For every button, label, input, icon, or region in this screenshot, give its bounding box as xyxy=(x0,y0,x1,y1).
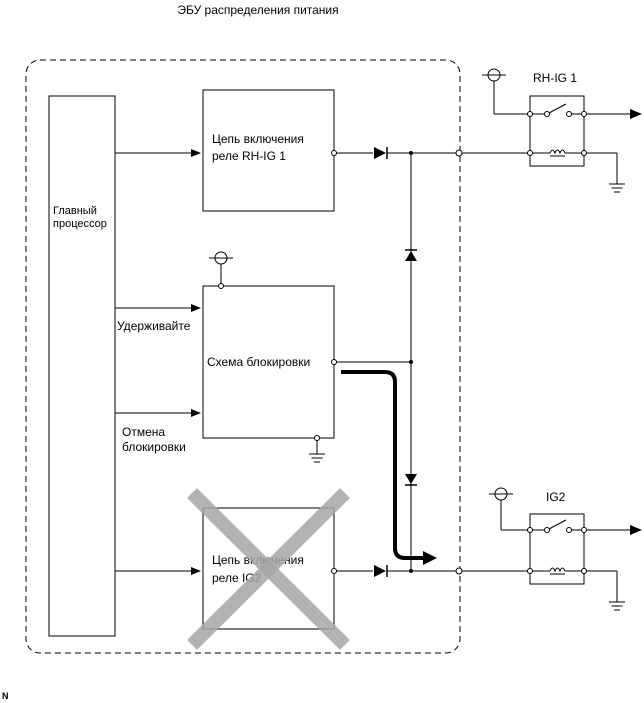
cancel-signal-label-line2: блокировки xyxy=(122,440,186,454)
main-processor-block: Главный процессор xyxy=(48,95,116,637)
ig2-relay-label: IG2 xyxy=(546,490,566,504)
main-processor-label-line2: процессор xyxy=(53,218,107,230)
rh-ig1-circuit-label-line2: реле RH-IG 1 xyxy=(212,149,286,163)
ig2-output-line xyxy=(331,565,528,577)
rh-ig1-relay: RH-IG 1 xyxy=(482,68,642,193)
ig2-circuit-cross-mark xyxy=(187,488,350,650)
diagram-title: ЭБУ распределения питания xyxy=(177,3,338,17)
interlock-bus xyxy=(331,153,417,571)
lock-circuit-label: Схема блокировки xyxy=(207,355,310,369)
cancel-signal-label-line1: Отмена xyxy=(122,425,165,439)
rh-ig1-circuit-block: Цепь включения реле RH-IG 1 xyxy=(202,89,335,212)
ig2-relay: IG2 xyxy=(489,487,642,611)
ecu-boundary xyxy=(25,59,461,654)
main-processor-label-line1: Главный xyxy=(53,205,97,217)
rh-ig1-output-line xyxy=(331,147,528,159)
hold-signal-label: Удерживайте xyxy=(117,319,191,333)
corner-mark: N xyxy=(2,691,9,701)
rh-ig1-circuit-label-line1: Цепь включения xyxy=(212,132,304,146)
lock-circuit-block: Схема блокировки xyxy=(202,251,335,463)
rh-ig1-relay-label: RH-IG 1 xyxy=(533,71,577,85)
current-flow-arrow xyxy=(341,370,437,565)
